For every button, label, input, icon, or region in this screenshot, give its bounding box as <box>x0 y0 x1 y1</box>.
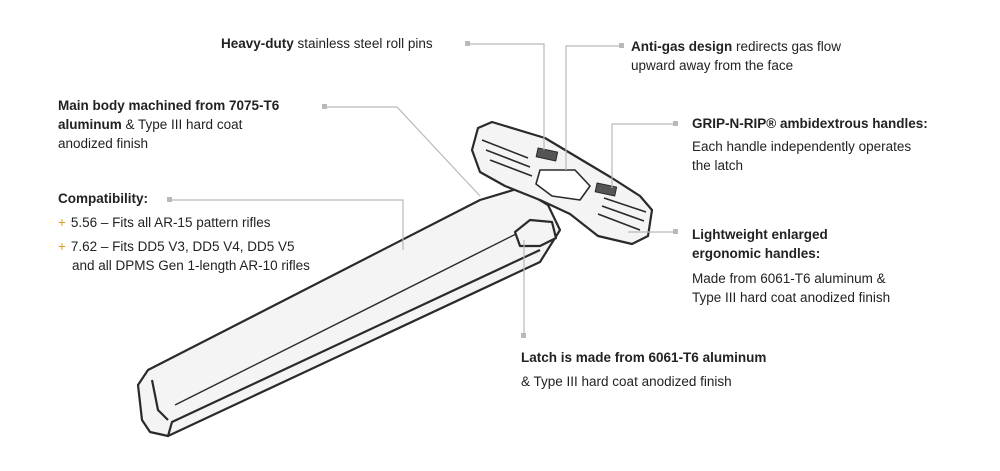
leader-main-body <box>327 106 481 197</box>
left-grip-ridges <box>481 139 533 177</box>
leader-anti-gas <box>565 45 619 170</box>
grip-line1: Each handle independently operates <box>692 139 912 154</box>
callout-grip: GRIP-N-RIP® ambidextrous handles: Each h… <box>692 114 928 175</box>
leader-compat <box>172 199 404 250</box>
main-body-line3: anodized finish <box>58 136 149 151</box>
latch <box>513 218 558 248</box>
main-body-bold1: Main body machined from 7075-T6 <box>58 98 280 113</box>
main-body-bold2: aluminum <box>58 117 122 132</box>
roll-pin-right <box>594 182 618 197</box>
lightweight-line2: Type III hard coat anodized finish <box>692 290 891 305</box>
callout-compatibility: Compatibility: +5.56 – Fits all AR-15 pa… <box>58 189 310 275</box>
anti-gas-text: redirects gas flow <box>732 39 842 54</box>
shaft-groove <box>174 231 521 406</box>
callout-lightweight: Lightweight enlarged ergonomic handles: … <box>692 225 890 307</box>
leader-square-roll-pins <box>465 41 470 46</box>
compat-item: +5.56 – Fits all AR-15 pattern rifles <box>58 213 310 232</box>
lightweight-title2: ergonomic handles: <box>692 246 821 261</box>
shaft <box>136 186 562 438</box>
roll-pins-text: stainless steel roll pins <box>293 36 433 51</box>
main-body-text2: & Type III hard coat <box>121 117 243 132</box>
compat-item-2-text: 7.62 – Fits DD5 V3, DD5 V4, DD5 V5 <box>70 239 295 254</box>
leader-square-main-body <box>322 104 327 109</box>
right-grip-ridges <box>597 197 647 231</box>
leader-grip <box>611 123 673 188</box>
leader-roll-pins <box>470 43 545 150</box>
grip-line2: the latch <box>692 158 744 173</box>
lightweight-title1: Lightweight enlarged <box>692 227 828 242</box>
roll-pin-left <box>535 147 559 162</box>
compat-item-2-line2: and all DPMS Gen 1-length AR-10 rifles <box>72 258 310 273</box>
leader-square-lightweight <box>673 229 678 234</box>
plus-bullet-icon: + <box>58 239 66 254</box>
compat-item-1-text: 5.56 – Fits all AR-15 pattern rifles <box>70 215 271 230</box>
roll-pins-bold: Heavy-duty <box>221 36 294 51</box>
shaft-tip <box>150 379 169 421</box>
callout-roll-pins: Heavy-duty stainless steel roll pins <box>221 34 433 53</box>
latch-title: Latch is made from 6061-T6 aluminum <box>521 350 767 365</box>
charging-handle-illustration <box>136 120 654 438</box>
plus-bullet-icon: + <box>58 215 66 230</box>
compat-item: +7.62 – Fits DD5 V3, DD5 V4, DD5 V5 <box>58 237 310 256</box>
callout-latch: Latch is made from 6061-T6 aluminum & Ty… <box>521 348 766 391</box>
leader-square-grip <box>673 121 678 126</box>
center-cutout <box>535 169 591 201</box>
anti-gas-bold: Anti-gas design <box>631 39 733 54</box>
anti-gas-line2: upward away from the face <box>631 58 794 73</box>
leader-lines <box>167 41 678 338</box>
compat-title: Compatibility: <box>58 191 148 206</box>
callout-main-body: Main body machined from 7075-T6 aluminum… <box>58 96 279 153</box>
callout-anti-gas: Anti-gas design redirects gas flow upwar… <box>631 37 841 75</box>
leader-square-compat <box>167 197 172 202</box>
latch-line1: & Type III hard coat anodized finish <box>521 374 732 389</box>
leader-square-latch <box>521 333 526 338</box>
grip-title: GRIP-N-RIP® ambidextrous handles: <box>692 116 928 131</box>
lightweight-line1: Made from 6061-T6 aluminum & <box>692 271 886 286</box>
shaft-edge <box>166 249 541 437</box>
leader-square-anti-gas <box>619 43 624 48</box>
